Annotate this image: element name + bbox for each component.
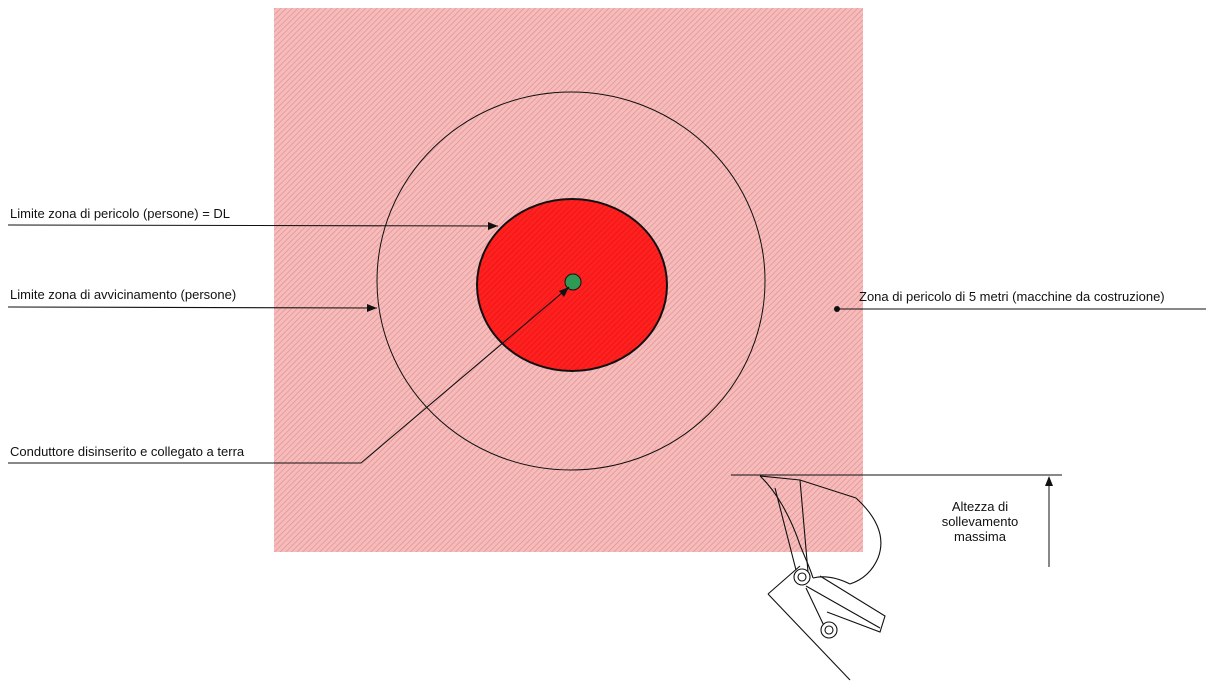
label-lift-height-3: massima (954, 529, 1007, 544)
label-lift-height-2: sollevamento (942, 514, 1019, 529)
label-machine-zone: Zona di pericolo di 5 metri (macchine da… (859, 289, 1165, 304)
label-conductor: Conduttore disinserito e collegato a ter… (10, 444, 245, 459)
label-approach-limit: Limite zona di avvicinamento (persone) (10, 287, 236, 302)
leader-approach-limit (7, 304, 378, 312)
excavator-bucket-icon (759, 475, 886, 681)
leader-danger-limit (7, 222, 499, 230)
label-danger-limit: Limite zona di pericolo (persone) = DL (10, 206, 230, 221)
leader-conductor (8, 286, 570, 464)
lift-height-indicator (731, 474, 1062, 567)
leader-machine-zone (834, 306, 1206, 312)
conductor-dot (564, 273, 582, 291)
label-lift-height-1: Altezza di (952, 499, 1008, 514)
approach-zone-circle (376, 91, 766, 471)
